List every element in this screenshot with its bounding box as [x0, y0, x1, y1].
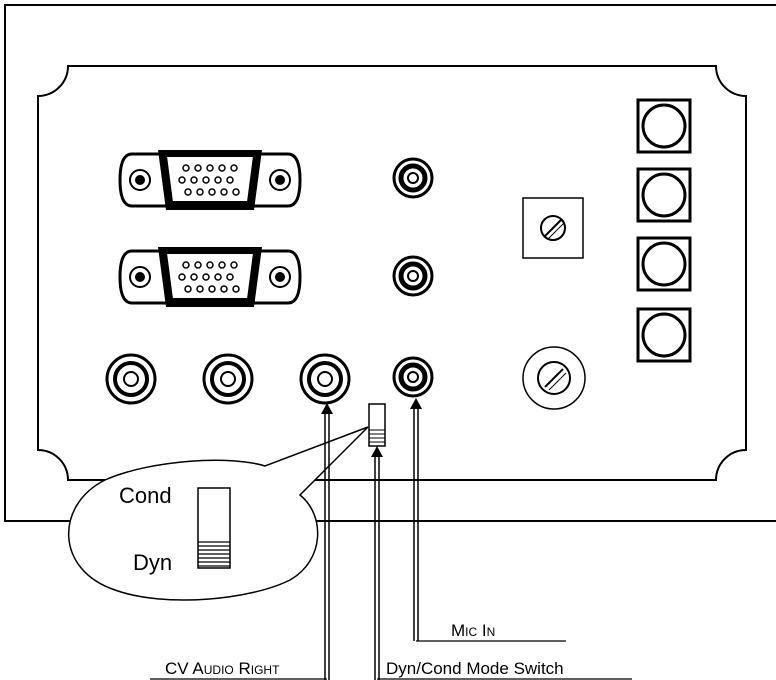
- arrow-mic-in: [410, 398, 422, 409]
- callout-switch: [197, 487, 231, 569]
- vga-connector-top: [118, 148, 302, 212]
- square-button-4: [636, 307, 692, 363]
- rca-jack-1: [105, 353, 157, 405]
- rca-jack-2: [202, 353, 254, 405]
- leader-cv-audio-right: [324, 410, 330, 680]
- cv-audio-right-label: CV Audio Right: [165, 659, 280, 678]
- mini-jack-1: [394, 159, 432, 197]
- square-button-2: [636, 167, 692, 223]
- arrow-dyn-cond-switch: [371, 446, 383, 457]
- trim-pot: [522, 197, 584, 259]
- vga-connector-bottom: [118, 245, 302, 309]
- dyn-label: Dyn: [133, 550, 172, 575]
- leader-mic-in: [413, 404, 419, 641]
- enclosure-outline: [4, 4, 776, 522]
- arrow-cv-audio-right: [321, 403, 333, 414]
- dyn-cond-switch-label: Dyn/Cond Mode Switch: [386, 659, 564, 678]
- round-knob: [522, 346, 586, 410]
- mini-jack-2: [394, 257, 432, 295]
- leader-dyn-cond-switch: [374, 452, 380, 680]
- mic-in-jack: [394, 358, 432, 396]
- cv-audio-right-jack: [299, 353, 351, 405]
- cond-label: Cond: [119, 483, 172, 508]
- square-button-3: [636, 236, 692, 292]
- square-button-1: [636, 98, 692, 154]
- dyn-cond-switch: [368, 403, 386, 447]
- mic-in-label: Mic In: [451, 621, 495, 640]
